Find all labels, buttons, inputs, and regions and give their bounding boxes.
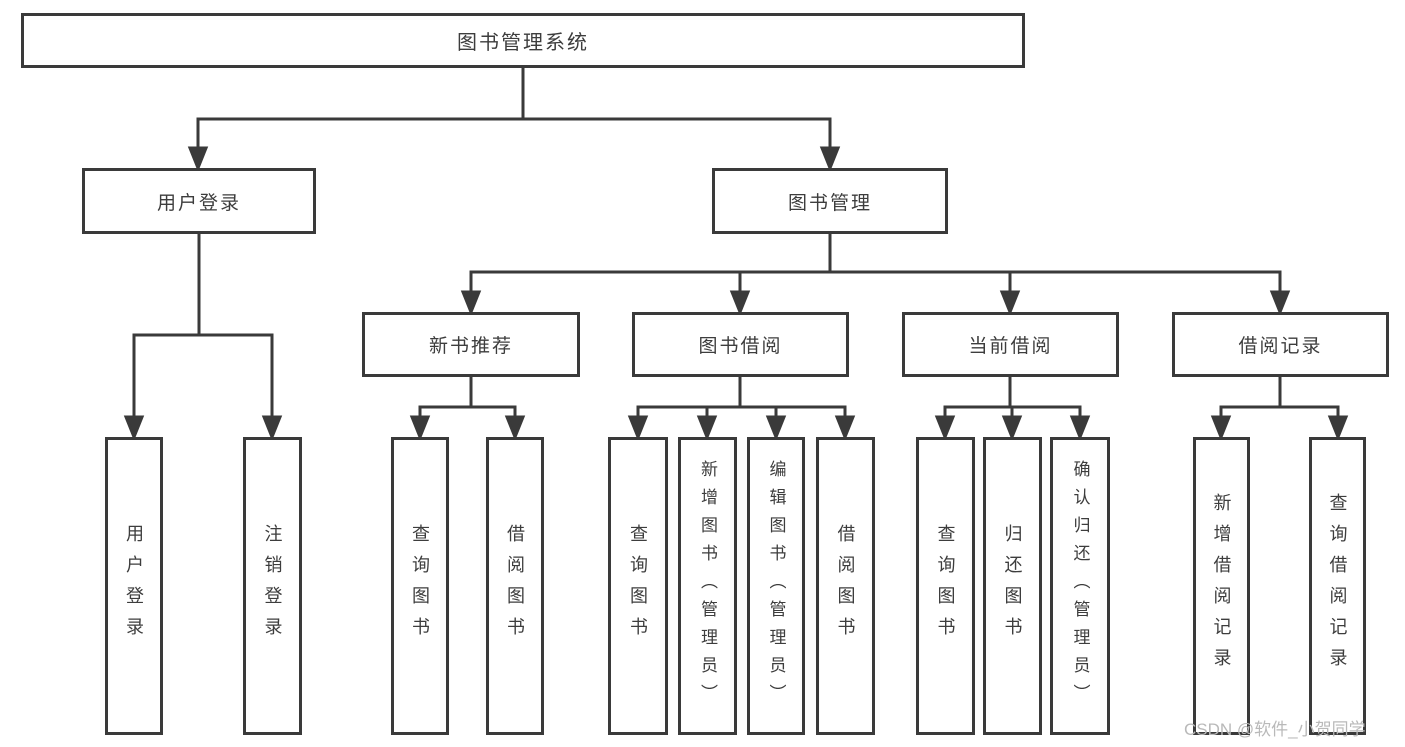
leaf-borrow-query-books-label: 查询图书 xyxy=(628,524,648,648)
connector-user-login-children xyxy=(123,234,283,442)
leaf-recommend-borrow-books-label: 借阅图书 xyxy=(505,524,525,648)
node-current-borrow: 当前借阅 xyxy=(902,312,1119,377)
connector-current-borrow-children xyxy=(934,377,1091,442)
leaf-borrow-books: 借阅图书 xyxy=(816,437,875,735)
leaf-query-borrow-record-label: 查询借阅记录 xyxy=(1327,493,1348,679)
leaf-recommend-query-books-label: 查询图书 xyxy=(410,524,430,648)
leaf-confirm-return-admin-label: 确认归还（管理员） xyxy=(1070,460,1090,712)
leaf-return-books-label: 归还图书 xyxy=(1002,524,1023,648)
node-user-login-label: 用户登录 xyxy=(156,192,241,214)
leaf-borrow-query-books: 查询图书 xyxy=(608,437,668,735)
node-current-borrow-label: 当前借阅 xyxy=(968,336,1053,357)
node-root: 图书管理系统 xyxy=(21,13,1025,68)
leaf-borrow-books-label: 借阅图书 xyxy=(835,524,856,648)
node-book-management: 图书管理 xyxy=(712,168,948,234)
leaf-current-query-books-label: 查询图书 xyxy=(935,524,956,648)
connector-root-to-level2 xyxy=(187,68,841,173)
leaf-edit-books-admin-label: 编辑图书（管理员） xyxy=(766,460,786,712)
node-borrow-records: 借阅记录 xyxy=(1172,312,1389,377)
connector-book-management-children xyxy=(460,234,1291,317)
leaf-logout: 注销登录 xyxy=(243,437,302,735)
leaf-add-books-admin-label: 新增图书（管理员） xyxy=(698,460,717,712)
leaf-add-borrow-record-label: 新增借阅记录 xyxy=(1211,493,1232,679)
leaf-add-borrow-record: 新增借阅记录 xyxy=(1193,437,1250,735)
connector-book-borrow-children xyxy=(627,377,856,442)
leaf-edit-books-admin: 编辑图书（管理员） xyxy=(747,437,805,735)
node-borrow-records-label: 借阅记录 xyxy=(1238,336,1323,357)
leaf-user-login: 用户登录 xyxy=(105,437,163,735)
node-new-book-recommend: 新书推荐 xyxy=(362,312,580,377)
leaf-current-query-books: 查询图书 xyxy=(916,437,975,735)
leaf-confirm-return-admin: 确认归还（管理员） xyxy=(1050,437,1110,735)
leaf-recommend-query-books: 查询图书 xyxy=(391,437,449,735)
leaf-recommend-borrow-books: 借阅图书 xyxy=(486,437,544,735)
node-book-borrow-label: 图书借阅 xyxy=(698,336,783,357)
leaf-add-books-admin: 新增图书（管理员） xyxy=(678,437,737,735)
leaf-query-borrow-record: 查询借阅记录 xyxy=(1309,437,1366,735)
node-book-management-label: 图书管理 xyxy=(787,192,872,214)
leaf-logout-label: 注销登录 xyxy=(262,524,283,648)
connector-new-book-recommend-children xyxy=(409,377,526,442)
connector-borrow-records-children xyxy=(1210,377,1349,442)
leaf-user-login-label: 用户登录 xyxy=(124,524,144,648)
node-book-borrow: 图书借阅 xyxy=(632,312,849,377)
leaf-return-books: 归还图书 xyxy=(983,437,1042,735)
node-user-login: 用户登录 xyxy=(82,168,316,234)
node-root-label: 图书管理系统 xyxy=(457,32,589,54)
node-new-book-recommend-label: 新书推荐 xyxy=(428,336,513,357)
